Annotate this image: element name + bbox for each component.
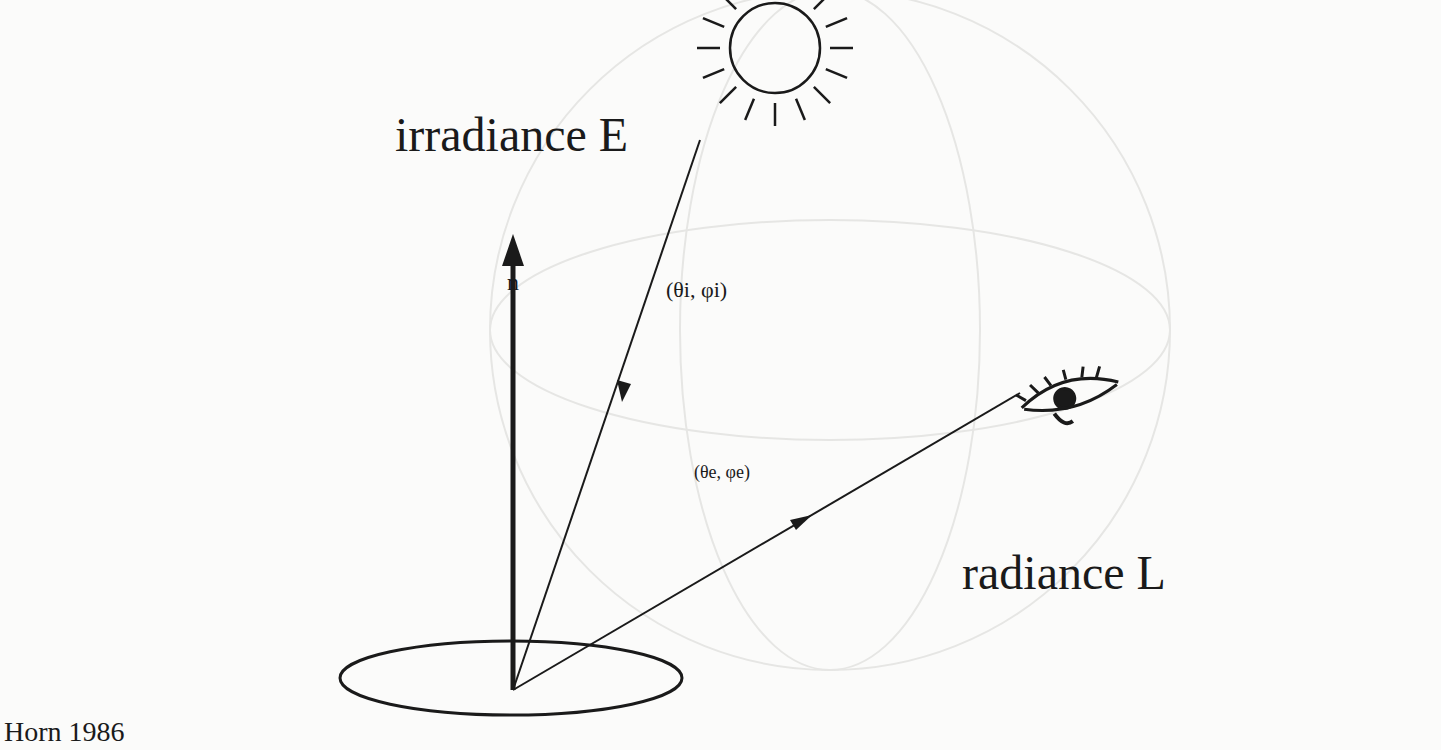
sun-ray: [720, 87, 736, 103]
sun-ray: [774, 103, 777, 126]
sun-ray: [814, 0, 830, 9]
normal-vector: [511, 262, 516, 690]
incident-angle-label: (θi, φi): [666, 279, 727, 301]
source-note: Horn 1986: [4, 718, 125, 746]
sun-ray: [703, 69, 724, 78]
radiance-label: radiance L: [962, 549, 1166, 597]
emitted-ray: [513, 393, 1020, 690]
sun-ray: [703, 18, 724, 27]
sun-ray: [826, 69, 847, 78]
incident-ray: [513, 140, 700, 690]
emitted-angle-label: (θe, φe): [694, 463, 750, 481]
normal-arrowhead: [502, 234, 524, 266]
sun-ray: [814, 87, 830, 103]
ghost-sphere: [490, 0, 1170, 670]
sun-ray: [796, 99, 805, 120]
emitted-arrowhead: [790, 515, 812, 530]
sun-ray: [720, 0, 736, 9]
sun-ray: [745, 99, 754, 120]
sun-ray: [826, 18, 847, 27]
sun-ray: [697, 47, 720, 50]
sun-ray: [830, 47, 853, 50]
normal-label: n: [507, 270, 519, 294]
sun-symbol: [697, 0, 853, 126]
incident-arrowhead: [617, 380, 631, 402]
eye-symbol: [1013, 357, 1125, 434]
irradiance-label: irradiance E: [395, 111, 628, 159]
